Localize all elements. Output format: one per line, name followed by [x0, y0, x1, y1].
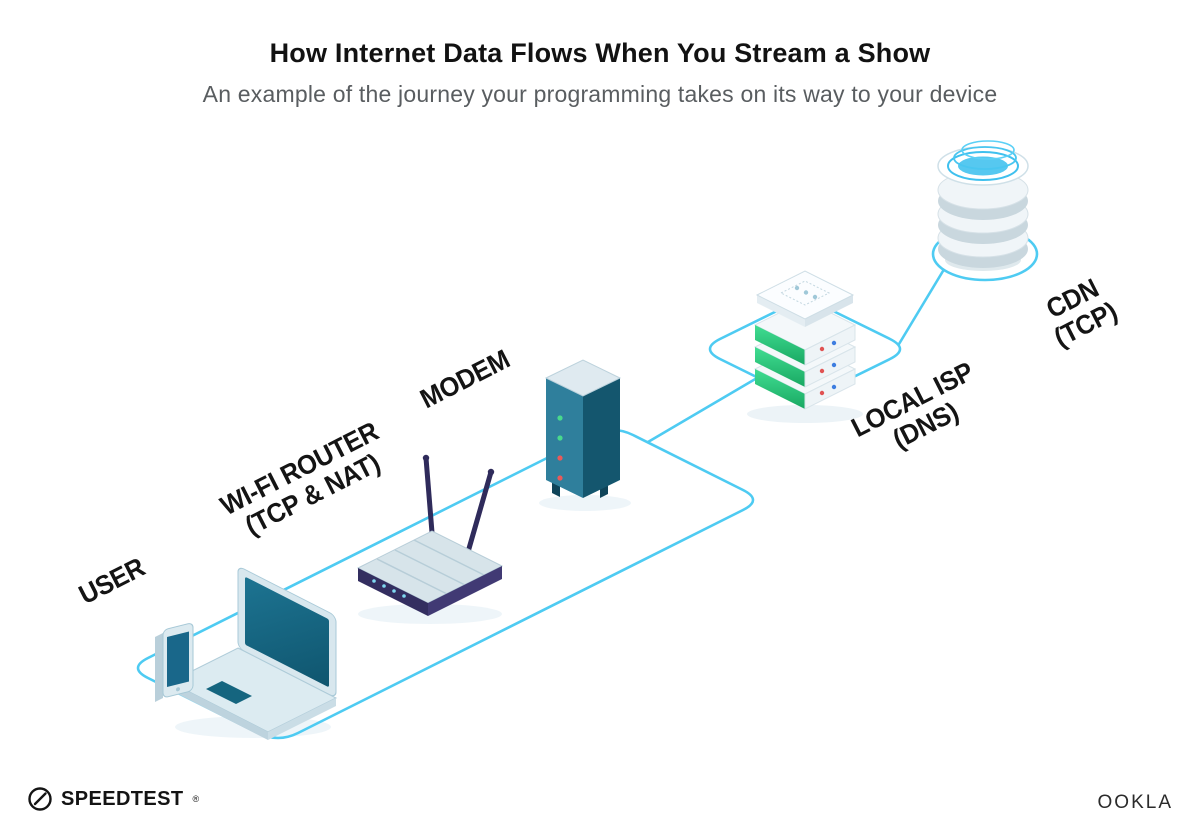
path-isp-to-cdn	[897, 269, 945, 346]
speedtest-trademark: ®	[192, 794, 200, 804]
router-antennas	[423, 455, 494, 555]
speedtest-logo: SPEEDTEST ®	[27, 786, 199, 812]
speedtest-gauge-icon	[28, 787, 52, 811]
speedtest-wordmark: SPEEDTEST	[61, 787, 184, 810]
ookla-wordmark: OOKLA	[1097, 792, 1173, 813]
modem-icon	[544, 359, 622, 498]
path-modem-to-isp	[646, 376, 759, 444]
server-stack-icon	[753, 270, 857, 410]
router-icon	[356, 454, 504, 616]
header: How Internet Data Flows When You Stream …	[0, 38, 1200, 108]
database-icon	[937, 140, 1029, 271]
page-title: How Internet Data Flows When You Stream …	[269, 38, 931, 68]
page-subtitle: An example of the journey your programmi…	[202, 81, 998, 107]
laptop-icon	[168, 567, 338, 740]
modem-leds	[557, 415, 563, 481]
smartphone-icon	[155, 623, 194, 702]
